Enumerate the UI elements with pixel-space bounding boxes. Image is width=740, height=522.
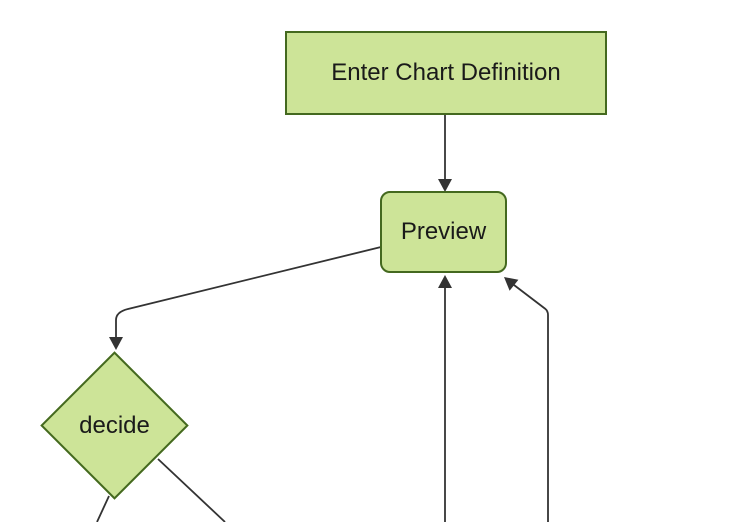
edge-preview-to-decide	[115, 246, 382, 338]
edge-bottom-to-preview-2	[513, 284, 549, 522]
arrowhead-bottom-to-preview-2	[504, 277, 519, 291]
node-preview-label: Preview	[400, 217, 487, 245]
edge-decide-to-offscreen-2	[157, 458, 226, 522]
arrowhead-preview-to-decide	[109, 337, 123, 350]
edge-decide-to-offscreen-1	[96, 495, 110, 522]
node-decide-label-wrap: decide	[62, 373, 167, 478]
node-enter-chart-definition: Enter Chart Definition	[285, 31, 607, 115]
node-decide-label: decide	[79, 411, 150, 439]
arrowhead-bottom-to-preview-1	[438, 275, 452, 288]
arrowhead-enter-to-preview	[438, 179, 452, 192]
node-preview: Preview	[380, 191, 507, 273]
node-enter-chart-definition-label: Enter Chart Definition	[331, 58, 561, 86]
